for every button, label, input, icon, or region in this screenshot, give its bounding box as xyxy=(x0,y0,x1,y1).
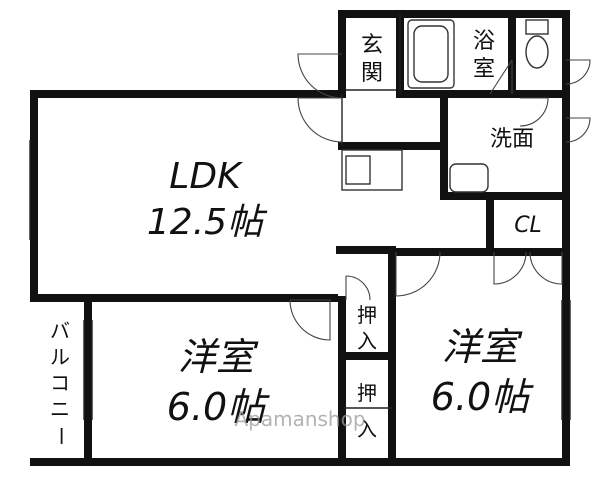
balcony-char-4: ニ xyxy=(50,397,70,421)
wash-basin xyxy=(449,163,489,193)
ldk-name: LDK xyxy=(169,156,243,197)
toilet-tank xyxy=(525,19,549,35)
doors xyxy=(289,53,591,341)
bath-label-2: 室 xyxy=(473,57,495,82)
oshiire-1-label-2: 入 xyxy=(357,329,377,353)
oshiire-1-label-1: 押 xyxy=(357,303,377,327)
watermark: Apamanshop xyxy=(234,407,365,431)
bedroom-left-size: 6.0帖 xyxy=(167,385,270,429)
bedroom-right-name: 洋室 xyxy=(442,325,523,369)
balcony-char-2: ル xyxy=(50,345,70,369)
washroom-label: 洗面 xyxy=(490,127,534,152)
walls xyxy=(30,10,570,466)
toilet-bowl xyxy=(525,35,549,69)
oshiire-2-label-1: 押 xyxy=(357,381,377,405)
oshiire-2-label-2: 入 xyxy=(357,417,377,441)
balcony-char-5: ー xyxy=(49,426,73,446)
room-labels: LDK 12.5帖 洋室 6.0帖 洋室 6.0帖 玄 関 浴 室 洗面 CL … xyxy=(49,29,542,446)
closet-label: CL xyxy=(514,213,542,238)
watermark-text: Apamanshop xyxy=(234,407,365,431)
entrance-label-2: 関 xyxy=(361,61,383,86)
thin-lines xyxy=(29,14,571,420)
ldk-size: 12.5帖 xyxy=(147,202,268,243)
bedroom-right-size: 6.0帖 xyxy=(431,375,534,419)
bath-label-1: 浴 xyxy=(473,29,495,54)
balcony-char-1: バ xyxy=(50,319,70,343)
bedroom-left-name: 洋室 xyxy=(178,335,259,379)
fixtures xyxy=(341,19,549,193)
balcony-char-3: コ xyxy=(50,371,70,395)
entrance-label-1: 玄 xyxy=(361,33,383,58)
